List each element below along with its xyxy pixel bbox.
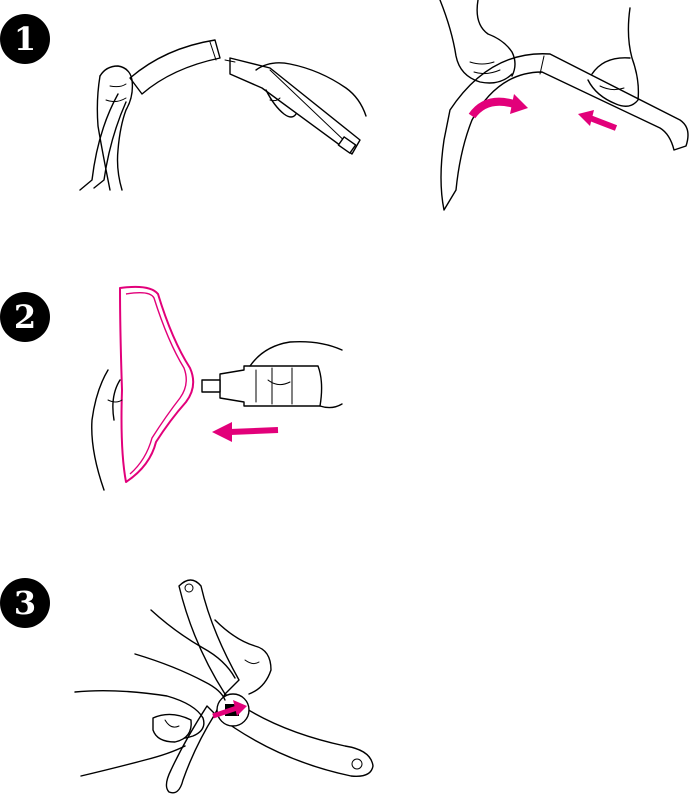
- step-1-badge: 1: [0, 14, 50, 64]
- step-1-install-illustration: [430, 0, 698, 220]
- highlighted-frame: [120, 287, 193, 482]
- right-hand: [81, 746, 185, 776]
- insert-arrow: [230, 430, 278, 432]
- step-2-illustration: [80, 270, 360, 500]
- cutter-tool: [230, 58, 360, 154]
- fuser-bar: [441, 54, 688, 210]
- insertion-tool: [220, 366, 322, 406]
- step-1-cut-illustration: [70, 30, 370, 200]
- step-3-illustration: [75, 570, 395, 800]
- push-arrow: [590, 118, 616, 128]
- seal-strip: [130, 40, 220, 94]
- right-hand: [250, 342, 342, 366]
- bracket-upper-arm: [179, 580, 239, 694]
- step-2-badge: 2: [0, 292, 50, 342]
- step-3-badge: 3: [0, 578, 50, 628]
- left-hand: [92, 370, 108, 490]
